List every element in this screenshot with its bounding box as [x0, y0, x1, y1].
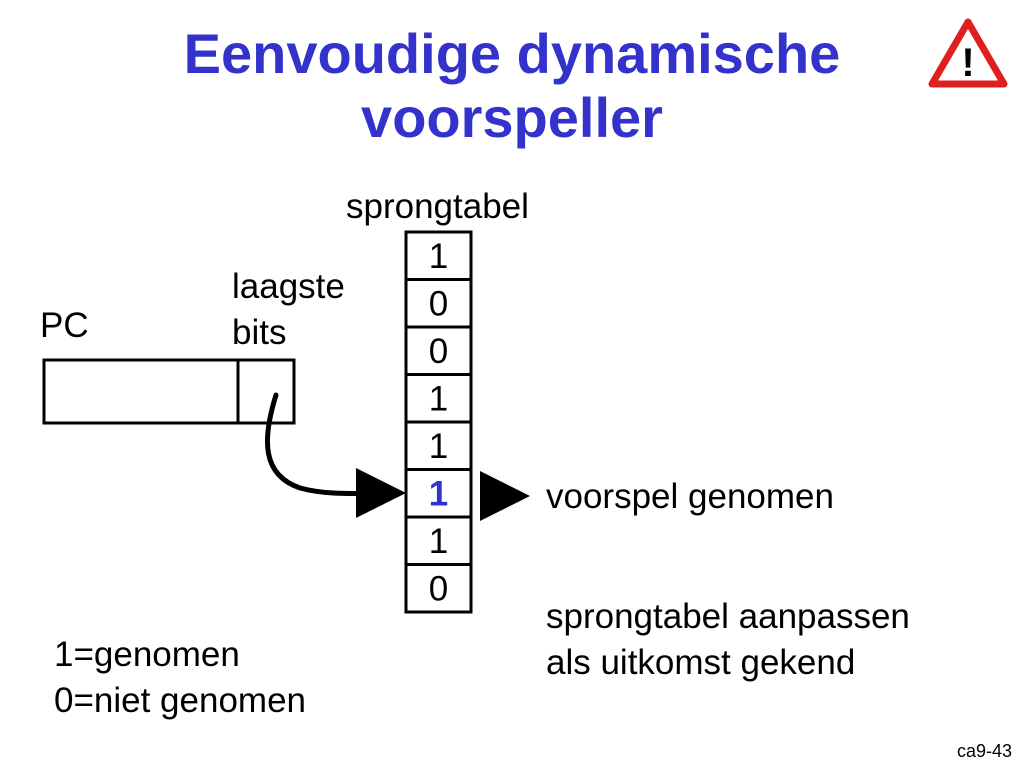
- branch-table-cell: 1: [429, 427, 448, 466]
- svg-text:!: !: [961, 41, 974, 85]
- slide-title: Eenvoudige dynamische voorspeller: [0, 22, 1024, 150]
- slide-number: ca9-43: [956, 741, 1012, 761]
- update-label-line-1: sprongtabel aanpassen: [546, 597, 910, 636]
- branch-table-cell: 0: [429, 569, 448, 608]
- branch-table-cell: 1: [429, 379, 448, 418]
- branch-table-label: sprongtabel: [346, 187, 529, 226]
- index-arrow: [265, 392, 406, 519]
- branch-table-cell: 0: [429, 332, 448, 371]
- warning-triangle-icon: !: [928, 18, 1008, 88]
- pc-register-box: [42, 358, 296, 425]
- slide-title-line-2: voorspeller: [361, 86, 663, 149]
- branch-table-cell-highlighted: 1: [429, 474, 448, 513]
- legend-line-2: 0=niet genomen: [54, 681, 307, 720]
- low-bits-label-line-2: bits: [232, 313, 287, 352]
- branch-table-cell: 1: [429, 237, 448, 276]
- branch-table: 1 0 0 1 1 1 1 0: [404, 230, 473, 614]
- prediction-label: voorspel genomen: [546, 477, 834, 516]
- slide-title-line-1: Eenvoudige dynamische: [183, 22, 841, 85]
- legend-line-1: 1=genomen: [54, 635, 240, 674]
- pc-label: PC: [40, 306, 89, 345]
- low-bits-label-line-1: laagste: [232, 267, 345, 306]
- branch-table-cell: 1: [429, 522, 448, 561]
- branch-table-cell: 0: [429, 284, 448, 323]
- update-label-line-2: als uitkomst gekend: [546, 643, 856, 682]
